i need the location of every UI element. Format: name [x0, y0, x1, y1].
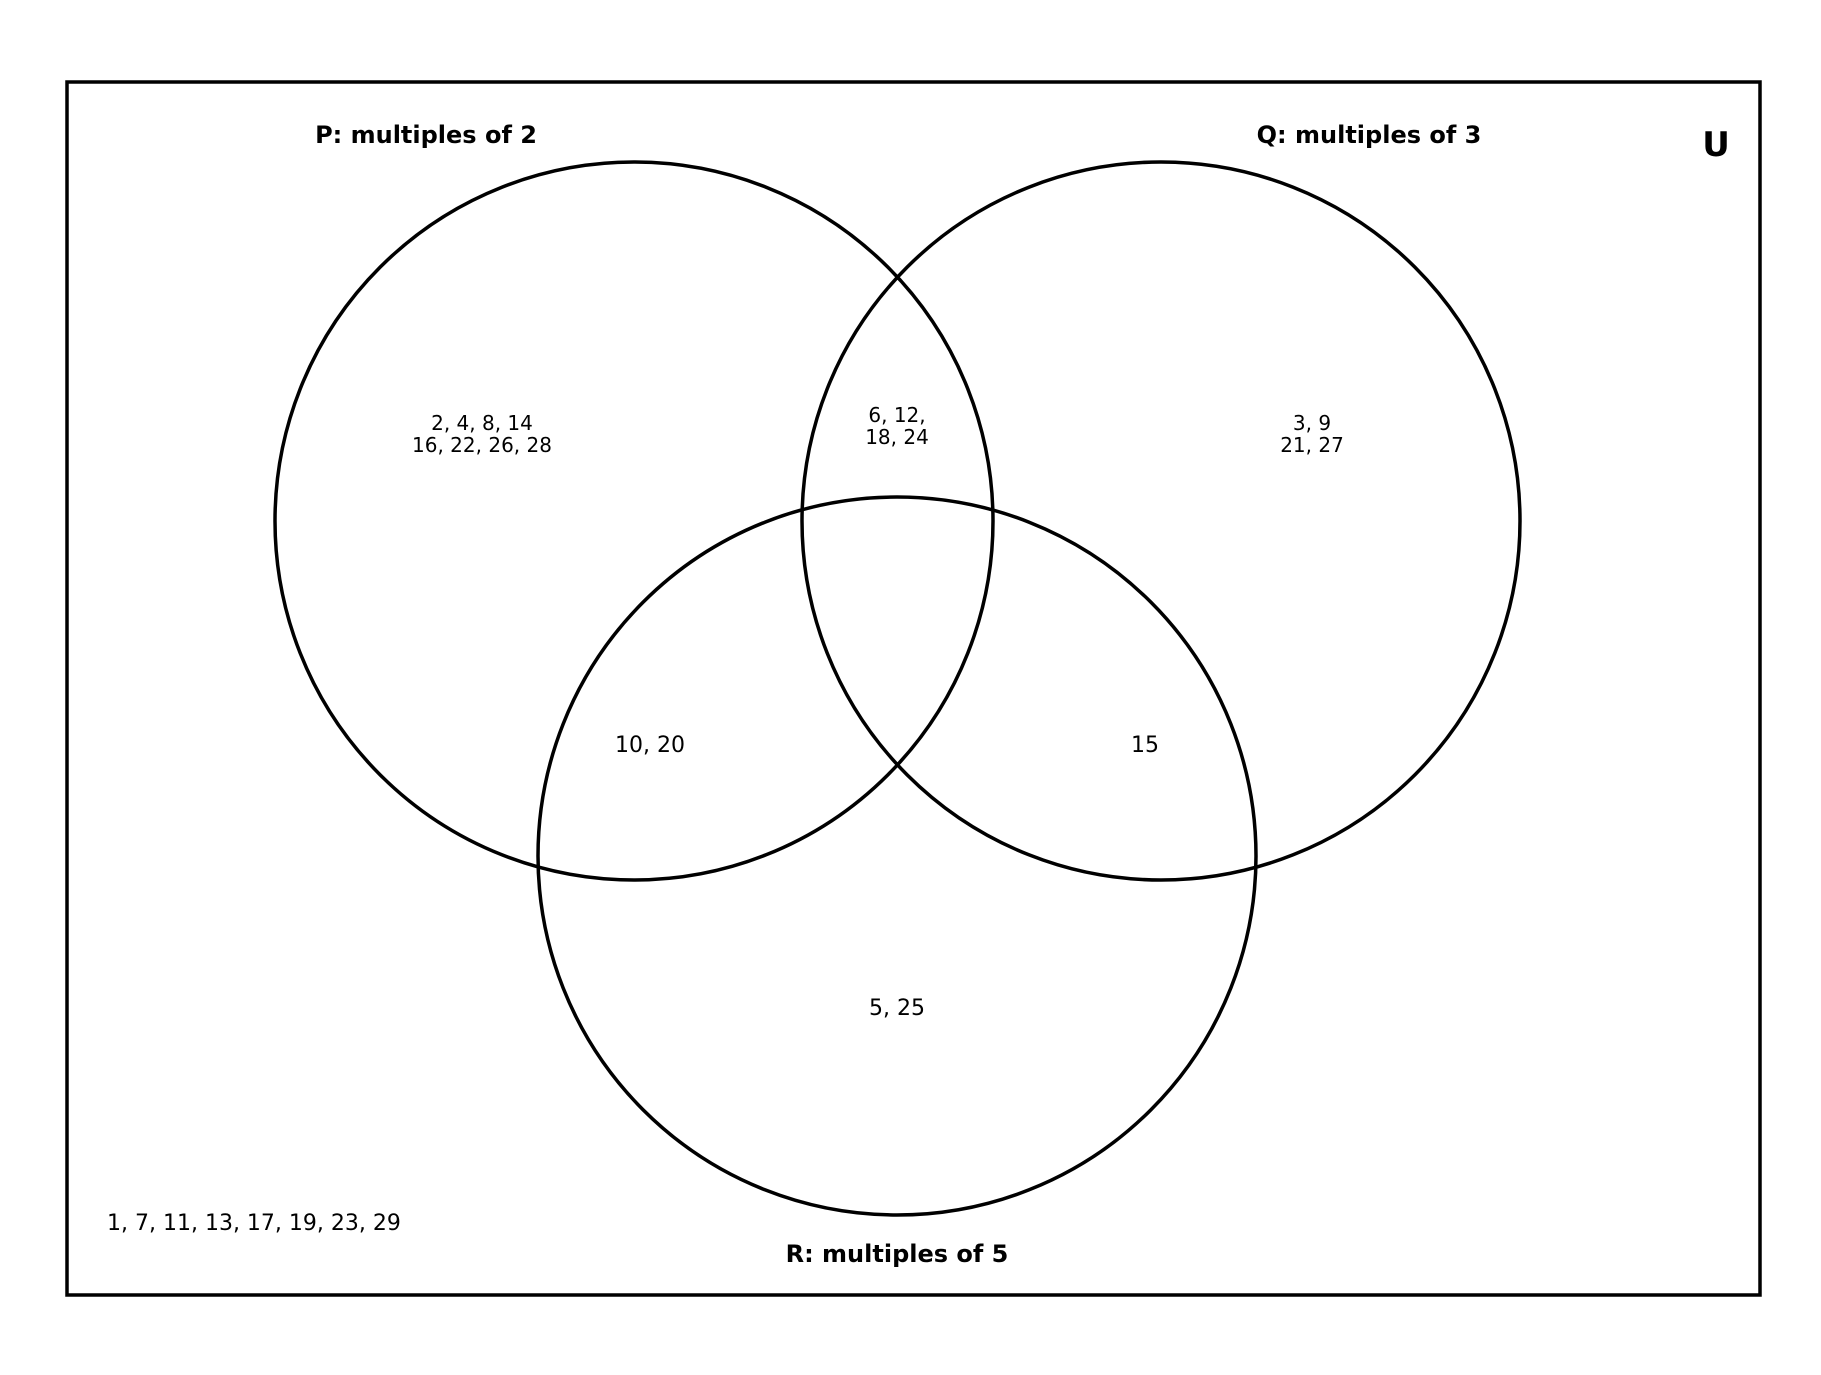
region-q-and-r: 15 [1131, 733, 1159, 758]
region-p-only-line1: 2, 4, 8, 14 [431, 411, 533, 435]
set-q-circle [800, 160, 1522, 882]
universe-label: U [1702, 125, 1730, 165]
region-p-and-q-line1: 6, 12, [868, 403, 925, 427]
region-p-and-r: 10, 20 [615, 733, 685, 758]
set-p-label: P: multiples of 2 [315, 121, 537, 149]
set-p-circle [273, 160, 995, 882]
universe-frame [65, 80, 1762, 1297]
region-q-only-line2: 21, 27 [1280, 433, 1344, 457]
region-p-and-q-line2: 18, 24 [865, 425, 929, 449]
region-r-only: 5, 25 [869, 996, 925, 1021]
region-p-only-line2: 16, 22, 26, 28 [412, 433, 552, 457]
region-outside: 1, 7, 11, 13, 17, 19, 23, 29 [107, 1211, 401, 1236]
set-r-circle [536, 495, 1258, 1217]
set-r-label: R: multiples of 5 [786, 1240, 1009, 1268]
region-q-only-line1: 3, 9 [1293, 411, 1331, 435]
set-q-label: Q: multiples of 3 [1257, 121, 1482, 149]
